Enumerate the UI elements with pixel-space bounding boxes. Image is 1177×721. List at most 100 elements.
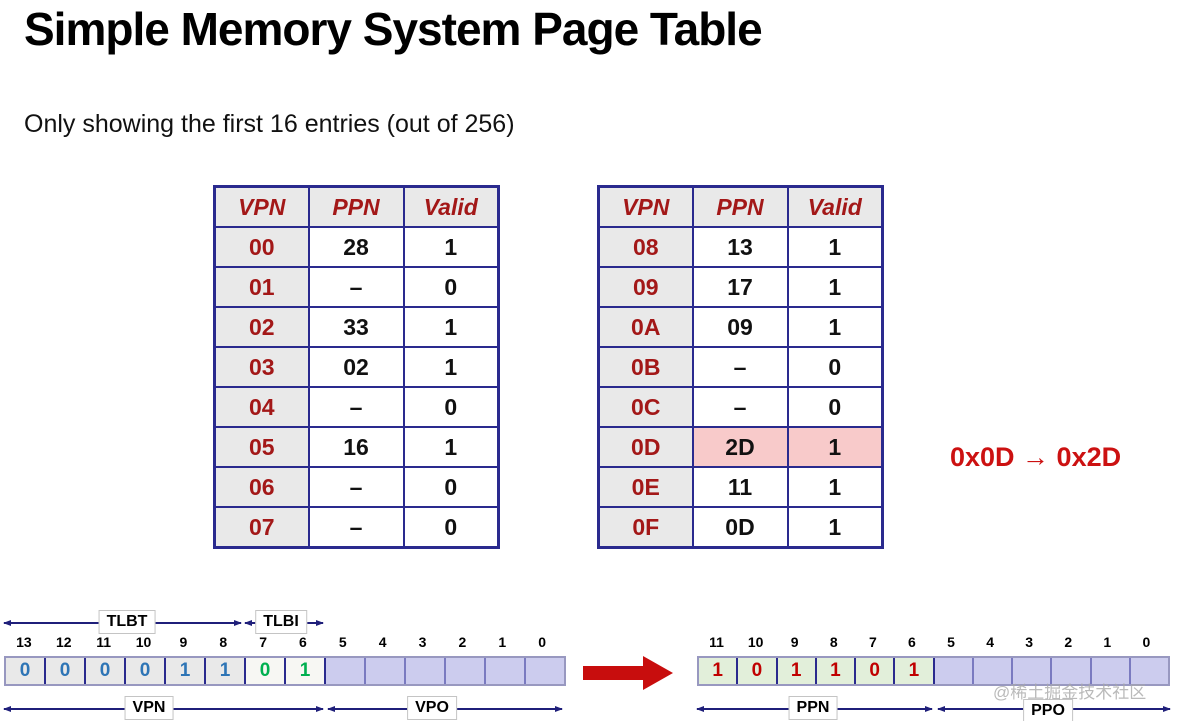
bit-number: 4 [378, 634, 387, 650]
pa-bit-cell-empty [932, 658, 972, 684]
bit-number: 10 [135, 634, 152, 650]
valid-cell: 1 [402, 426, 500, 468]
bit-number: 5 [947, 634, 955, 650]
valid-cell: 0 [402, 466, 500, 508]
column-header-ppn: PPN [691, 185, 789, 228]
tlbt-label: TLBT [98, 610, 156, 634]
va-bit-cell-empty [524, 658, 564, 684]
tlbi-label: TLBI [255, 610, 307, 634]
table-row: 07–0 [213, 506, 500, 549]
vpn-cell: 07 [213, 506, 310, 549]
ppn-cell: 33 [307, 306, 405, 348]
ppn-label: PPN [788, 696, 838, 720]
bit-number: 9 [790, 634, 799, 650]
vpn-cell: 01 [213, 266, 310, 308]
subtitle: Only showing the first 16 entries (out o… [24, 110, 515, 138]
va-bit-cell: 1 [164, 658, 204, 684]
virtual-address-bits: 0 0 0 0 1 1 0 1 [4, 656, 566, 686]
vpn-cell: 06 [213, 466, 310, 508]
watermark: @稀土掘金技术社区 [993, 683, 1147, 702]
bit-number: 13 [16, 634, 32, 650]
valid-cell: 0 [786, 386, 884, 428]
vpn-label: VPN [124, 696, 174, 720]
ppn-cell: 13 [691, 226, 789, 268]
pa-bit-cell: 1 [699, 658, 737, 684]
valid-cell: 1 [786, 466, 884, 508]
ppn-cell: 02 [307, 346, 405, 388]
ppn-cell: – [307, 506, 405, 549]
ppn-cell: 0D [691, 506, 789, 549]
column-header-vpn: VPN [597, 185, 694, 228]
bit-number: 8 [829, 634, 838, 650]
bit-number: 0 [538, 634, 546, 650]
ppn-cell: – [691, 346, 789, 388]
physical-address-bits: 1 0 1 1 0 1 [697, 656, 1170, 686]
bit-number: 5 [338, 634, 347, 650]
ppn-cell: – [307, 466, 405, 508]
va-bit-cell: 0 [124, 658, 164, 684]
va-bit-cell-empty [324, 658, 364, 684]
page-title: Simple Memory System Page Table [24, 3, 763, 55]
ppn-cell: – [691, 386, 789, 428]
vpn-cell: 0E [597, 466, 694, 508]
bit-number: 11 [96, 634, 112, 650]
vpn-cell: 0C [597, 386, 694, 428]
column-header-ppn: PPN [307, 185, 405, 228]
bit-number: 1 [498, 634, 507, 650]
bit-number: 0 [1142, 634, 1151, 650]
column-header-valid: Valid [402, 185, 500, 228]
pa-bit-cell: 1 [775, 658, 815, 684]
table-row: 01–0 [213, 266, 500, 308]
ppn-cell: 28 [307, 226, 405, 268]
bit-number: 8 [219, 634, 228, 650]
table-row: 06–0 [213, 466, 500, 508]
ppn-cell: – [307, 266, 405, 308]
column-header-valid: Valid [786, 185, 884, 228]
valid-cell: 1 [786, 226, 884, 268]
table-row: 0C–0 [597, 386, 884, 428]
table-header-row: VPN PPN Valid [597, 185, 884, 228]
va-bit-numbers: 13 12 11 10 9 8 7 6 5 4 3 2 1 0 [4, 634, 562, 652]
bit-number: 10 [747, 634, 764, 650]
va-bit-cell-empty [444, 658, 484, 684]
valid-cell: 1 [786, 266, 884, 308]
bit-number: 2 [1064, 634, 1073, 650]
pa-bit-cell-empty [1089, 658, 1129, 684]
vpn-cell: 02 [213, 306, 310, 348]
vpn-cell: 09 [597, 266, 694, 308]
bit-number: 3 [418, 634, 427, 650]
va-bit-cell-empty [364, 658, 404, 684]
vpn-cell: 0D [597, 426, 694, 468]
va-bit-cell: 1 [284, 658, 324, 684]
valid-cell: 0 [786, 346, 884, 388]
valid-cell: 0 [402, 506, 500, 549]
bit-number: 4 [986, 634, 994, 650]
ppn-cell: 17 [691, 266, 789, 308]
valid-cell: 0 [402, 266, 500, 308]
translation-arrow-icon [583, 656, 673, 690]
ppn-cell: 16 [307, 426, 405, 468]
vpn-cell: 05 [213, 426, 310, 468]
mapping-note: 0x0D → 0x2D [950, 442, 1122, 472]
valid-cell: 1 [786, 506, 884, 549]
ppn-cell: – [307, 386, 405, 428]
bit-number: 1 [1103, 634, 1112, 650]
bit-number: 12 [56, 634, 72, 650]
pa-bit-cell: 1 [893, 658, 933, 684]
ppn-cell: 11 [691, 466, 789, 508]
valid-cell: 1 [786, 306, 884, 348]
vpn-cell: 03 [213, 346, 310, 388]
ppn-cell: 09 [691, 306, 789, 348]
pa-bit-cell-empty [1011, 658, 1051, 684]
pa-bit-cell-empty [971, 658, 1011, 684]
pa-bit-cell: 0 [736, 658, 776, 684]
table-row: 04–0 [213, 386, 500, 428]
